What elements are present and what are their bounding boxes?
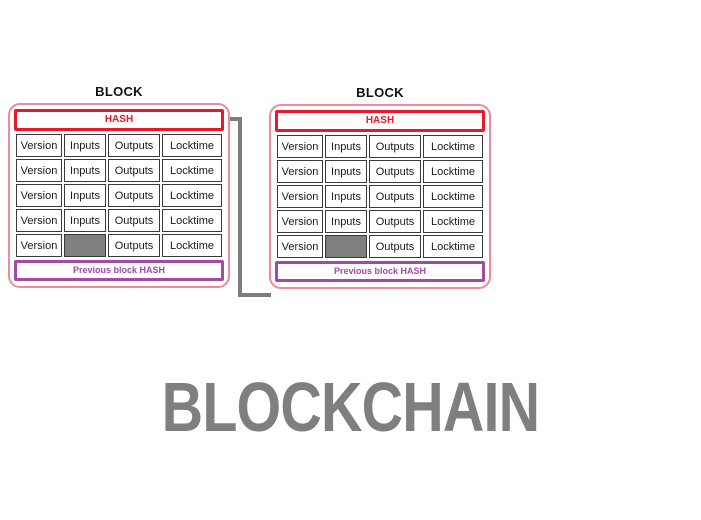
table-cell: Version: [277, 160, 323, 183]
blockchain-caption: BLOCKCHAIN: [161, 368, 540, 446]
table-cell: Locktime: [423, 185, 483, 208]
table-cell: Outputs: [369, 135, 421, 158]
table-cell: Locktime: [423, 135, 483, 158]
table-cell: Version: [277, 185, 323, 208]
table-cell: Inputs: [325, 185, 367, 208]
table-cell: Locktime: [162, 209, 222, 232]
previous-block-hash-box: Previous block HASH: [14, 260, 224, 281]
table-cell: Inputs: [64, 184, 106, 207]
table-cell: Version: [277, 135, 323, 158]
table-cell: Locktime: [423, 160, 483, 183]
table-cell: Version: [277, 235, 323, 258]
table-cell: Outputs: [108, 234, 160, 257]
table-cell: Version: [16, 234, 62, 257]
table-cell: Locktime: [423, 210, 483, 233]
table-cell: Inputs: [64, 209, 106, 232]
connector-segment-top: [224, 117, 242, 121]
connector-segment-bottom: [238, 293, 271, 297]
table-cell: Outputs: [369, 185, 421, 208]
table-cell: Outputs: [108, 184, 160, 207]
hash-box: HASH: [14, 109, 224, 131]
connector-segment-vertical: [238, 117, 242, 297]
table-cell: Inputs: [64, 134, 106, 157]
block-title: BLOCK: [95, 84, 143, 99]
table-cell: Version: [16, 159, 62, 182]
hash-box: HASH: [275, 110, 485, 132]
table-cell: Outputs: [108, 159, 160, 182]
table-cell: Inputs: [325, 135, 367, 158]
block-title: BLOCK: [356, 85, 404, 100]
table-cell: Locktime: [162, 184, 222, 207]
table-cell: Locktime: [162, 134, 222, 157]
redacted-cell: [64, 234, 106, 257]
table-cell: Outputs: [108, 134, 160, 157]
table-cell: Locktime: [423, 235, 483, 258]
table-cell: Locktime: [162, 159, 222, 182]
table-cell: Inputs: [64, 159, 106, 182]
table-cell: Version: [16, 209, 62, 232]
table-cell: Outputs: [369, 235, 421, 258]
table-cell: Outputs: [369, 210, 421, 233]
table-cell: Inputs: [325, 160, 367, 183]
table-cell: Version: [16, 134, 62, 157]
table-cell: Inputs: [325, 210, 367, 233]
table-cell: Version: [277, 210, 323, 233]
table-cell: Locktime: [162, 234, 222, 257]
table-cell: Outputs: [108, 209, 160, 232]
table-cell: Version: [16, 184, 62, 207]
previous-block-hash-box: Previous block HASH: [275, 261, 485, 282]
redacted-cell: [325, 235, 367, 258]
table-cell: Outputs: [369, 160, 421, 183]
